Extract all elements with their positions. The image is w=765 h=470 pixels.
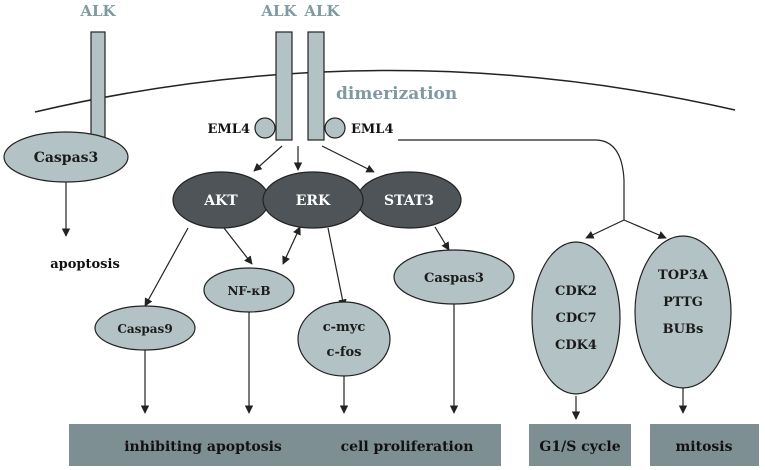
stat3-label: STAT3 (384, 193, 434, 209)
cdk4-label: CDK4 (555, 338, 597, 353)
cdc7-label: CDC7 (555, 311, 596, 326)
cdk-node (531, 241, 621, 395)
apoptosis-label: apoptosis (50, 257, 120, 272)
cfos-label: c-fos (327, 345, 362, 360)
eml4-label-right: EML4 (351, 122, 394, 137)
arrow-erk-cmyc (327, 227, 347, 308)
cmyc-label: c-myc (323, 320, 366, 335)
cmyc-cfos-node (297, 301, 391, 377)
outcome-bar-g1s (529, 424, 631, 466)
alk-receptor-b (307, 31, 325, 141)
arrow-to-akt (253, 145, 283, 172)
alk-receptor-left (90, 31, 106, 141)
cdk2-label: CDK2 (555, 284, 597, 299)
alk-label-a: ALK (260, 2, 297, 20)
dimerization-label: dimerization (336, 84, 457, 104)
pttg-label: PTTG (663, 295, 703, 310)
arrow-stat3-caspas3 (434, 226, 450, 251)
bubs-label: BUBs (663, 322, 704, 337)
erk-node (262, 171, 364, 229)
top3a-node (634, 235, 732, 389)
branch-line (398, 139, 625, 220)
arrow-branch-cdk (585, 219, 625, 239)
arrow-akt-caspas9 (144, 227, 189, 307)
caspas9-label: Caspas9 (117, 322, 172, 336)
outcome-bar-main (69, 424, 501, 466)
top3a-label: TOP3A (658, 268, 709, 283)
caspas3-label-right: Caspas3 (424, 271, 484, 286)
caspas3-label-top: Caspas3 (34, 150, 99, 166)
inhibiting-apoptosis-label: inhibiting apoptosis (124, 439, 282, 455)
eml4-label-left: EML4 (208, 122, 251, 137)
alk-receptor-a (275, 31, 293, 141)
arrow-akt-nfkb (223, 227, 253, 265)
cell-membrane (34, 69, 736, 113)
nfkb-label: NF-κB (227, 284, 270, 298)
eml4-circle-right (324, 117, 346, 139)
arrow-erk-nfkb (282, 226, 301, 265)
akt-label: AKT (203, 193, 238, 209)
outcome-bar-mitosis (650, 424, 759, 466)
arrow-branch-top3a (623, 219, 667, 239)
g1s-cycle-label: G1/S cycle (539, 439, 620, 455)
eml4-circle-left (254, 117, 276, 139)
cell-proliferation-label: cell proliferation (341, 439, 474, 455)
alk-label-b: ALK (303, 2, 340, 20)
arrow-to-stat3 (321, 145, 375, 173)
alk-label-left: ALK (79, 2, 116, 20)
erk-label: ERK (296, 193, 331, 209)
mitosis-label: mitosis (675, 439, 732, 455)
